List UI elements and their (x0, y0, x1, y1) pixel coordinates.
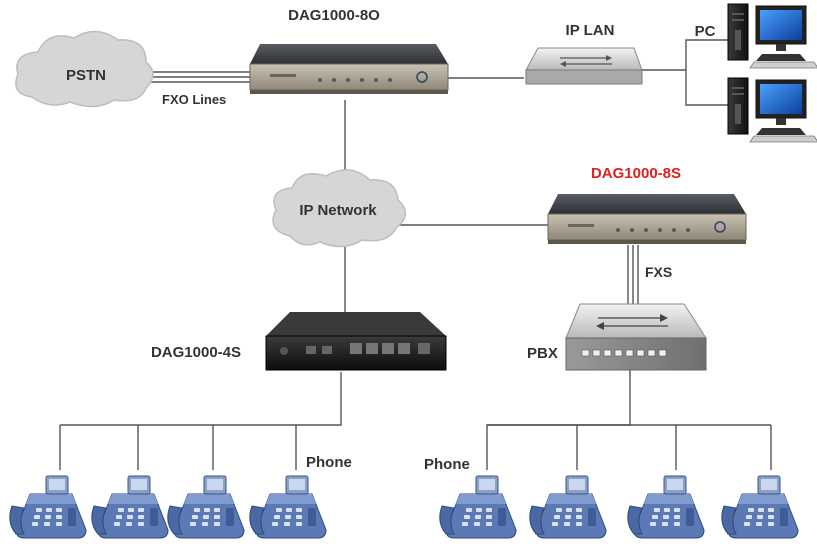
pc-bottom-icon (727, 77, 817, 143)
dag1000-4s-label: DAG1000-4S (151, 344, 241, 361)
ip-lan-label: IP LAN (566, 22, 615, 39)
pbx-switch-icon (565, 303, 707, 371)
fxs-label: FXS (645, 264, 672, 280)
ip-lan-switch-icon (525, 47, 643, 85)
phone-left-label: Phone (306, 454, 352, 471)
phone-icon (529, 475, 607, 539)
pstn-cloud-icon (15, 30, 154, 108)
dag1000-8o-gateway-icon (249, 43, 449, 95)
phone-icon (627, 475, 705, 539)
ip-network-cloud-icon (272, 169, 407, 248)
phone-right-label: Phone (424, 456, 470, 473)
dag1000-8s-gateway-icon (547, 193, 747, 245)
pstn-label: PSTN (66, 67, 106, 84)
pbx-label: PBX (527, 345, 558, 362)
phone-icon (91, 475, 169, 539)
dag1000-8s-label: DAG1000-8S (591, 165, 681, 182)
phone-icon (439, 475, 517, 539)
phone-icon (721, 475, 799, 539)
pc-label: PC (695, 23, 716, 40)
pc-top-icon (727, 3, 817, 69)
dag1000-4s-gateway-icon (265, 312, 447, 371)
phone-icon (167, 475, 245, 539)
connection-lines (59, 39, 772, 470)
phone-icon (9, 475, 87, 539)
fxo-lines-label: FXO Lines (162, 92, 226, 107)
dag1000-8o-label: DAG1000-8O (288, 7, 380, 24)
ip-network-label: IP Network (299, 202, 377, 219)
phone-icon (249, 475, 327, 539)
